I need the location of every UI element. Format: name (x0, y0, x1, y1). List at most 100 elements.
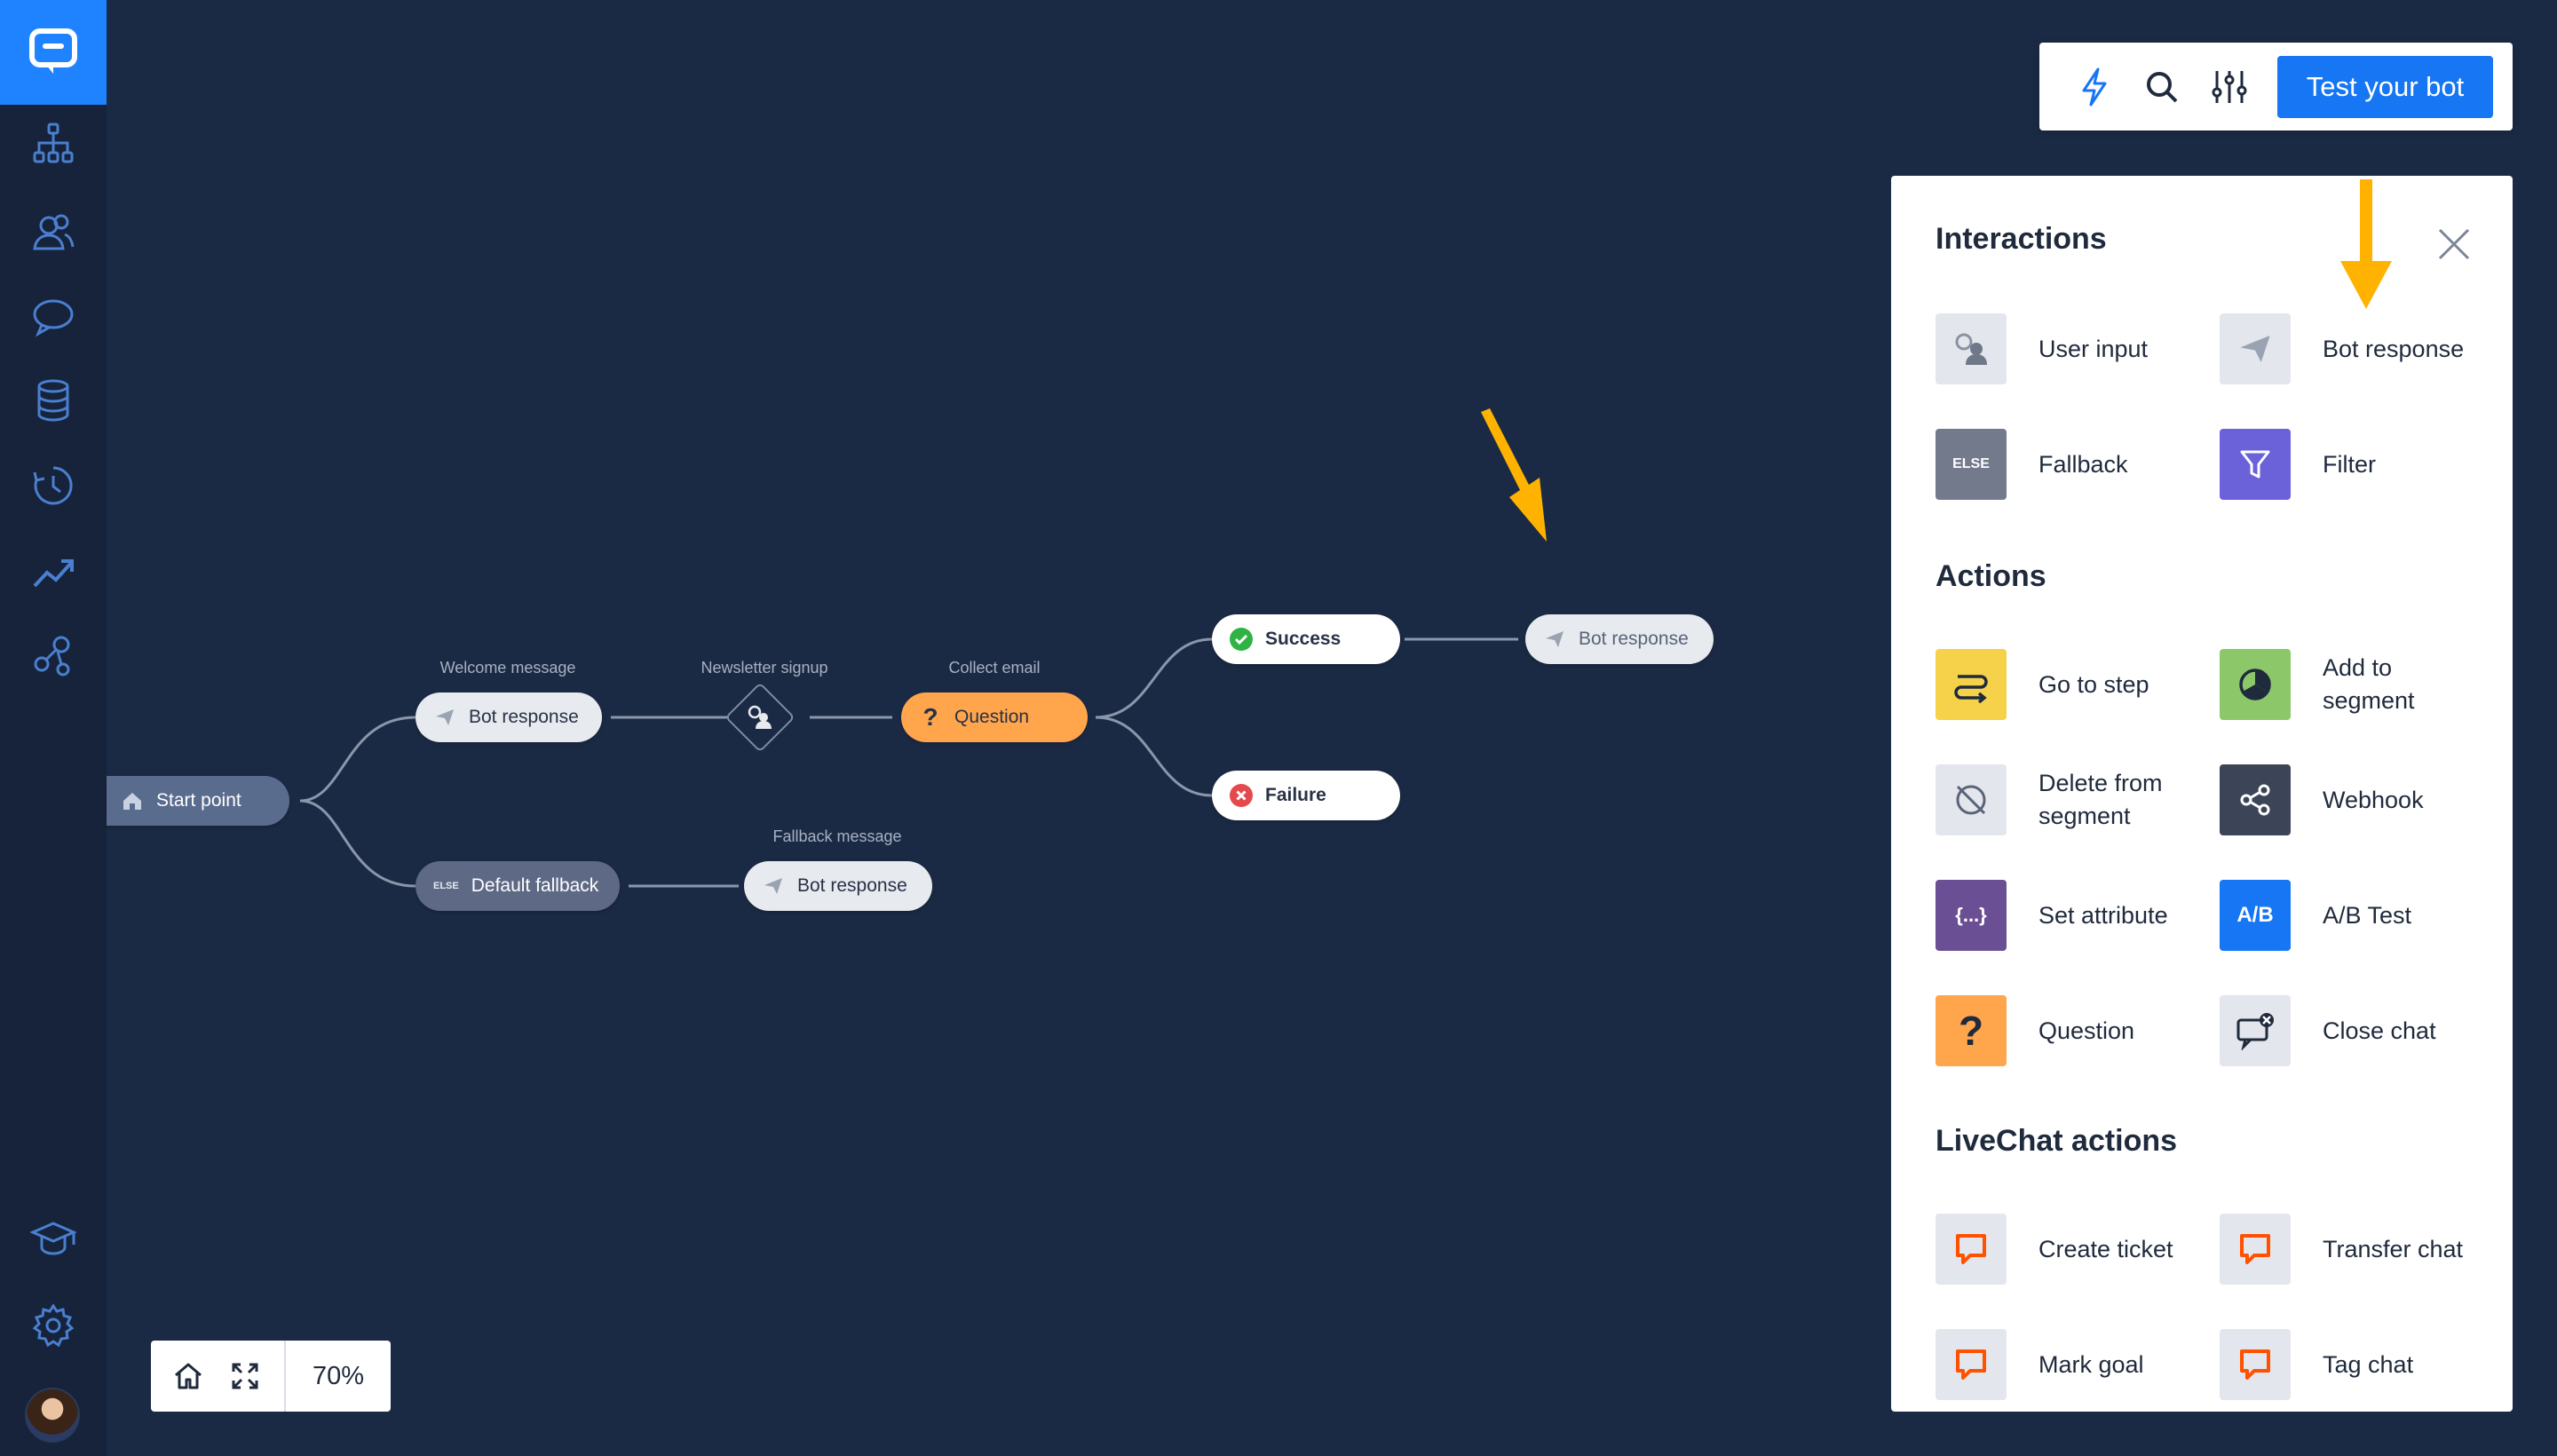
paper-plane-icon (1543, 628, 1566, 651)
create-ticket-item[interactable]: Create ticket (1936, 1213, 2211, 1286)
lightning-icon[interactable] (2073, 66, 2116, 108)
fallback-message-label: Fallback message (772, 827, 902, 845)
delete-segment-icon (1936, 764, 2007, 835)
ab-test-icon: A/B (2220, 880, 2291, 951)
home-icon[interactable] (170, 1358, 206, 1394)
filter-item[interactable]: Filter (2220, 428, 2495, 501)
delete-from-segment-item[interactable]: Delete from segment (1936, 764, 2211, 836)
test-your-bot-button[interactable]: Test your bot (2277, 55, 2493, 118)
question-item[interactable]: ? Question (1936, 994, 2211, 1067)
question-label: Question (2038, 1017, 2135, 1044)
bot-response-item[interactable]: Bot response (2220, 313, 2495, 385)
go-to-step-item[interactable]: Go to step (1936, 648, 2211, 721)
annotation-arrow-icon (2340, 179, 2392, 309)
question-mark-icon: ? (922, 703, 938, 731)
else-tag: ELSE (433, 881, 459, 891)
zoom-controls: 70% (151, 1341, 391, 1412)
livechat-icon (1936, 1214, 2007, 1285)
livechat-icon (2220, 1214, 2291, 1285)
go-to-step-label: Go to step (2038, 670, 2149, 698)
delete-from-segment-label: Delete from segment (2038, 770, 2163, 829)
sidebar-users-icon[interactable] (29, 208, 77, 256)
sidebar-academy-icon[interactable] (29, 1215, 77, 1262)
fallback-item[interactable]: ELSE Fallback (1936, 428, 2211, 501)
mark-goal-item[interactable]: Mark goal (1936, 1328, 2211, 1401)
start-point-label: Start point (156, 790, 241, 811)
blocks-panel: Interactions User input Bot response ELS… (1891, 176, 2513, 1412)
add-to-segment-item[interactable]: Add to segment (2220, 648, 2495, 721)
filter-label: Filter (2323, 450, 2376, 478)
failure-label: Failure (1265, 785, 1326, 805)
user-input-item[interactable]: User input (1936, 313, 2211, 385)
home-icon (121, 789, 144, 812)
sidebar-stories-icon[interactable] (29, 119, 77, 167)
sidebar (0, 0, 107, 1456)
start-point-node[interactable]: Start point (107, 776, 289, 826)
webhook-item[interactable]: Webhook (2220, 764, 2495, 836)
livechat-icon (2220, 1329, 2291, 1400)
bot-response-label: Bot response (2323, 335, 2465, 362)
attribute-braces-icon: {...} (1936, 880, 2007, 951)
close-icon[interactable] (2434, 225, 2474, 264)
sidebar-database-icon[interactable] (29, 376, 77, 424)
tag-chat-item[interactable]: Tag chat (2220, 1328, 2495, 1401)
fallback-bot-response-node[interactable]: Bot response (744, 861, 932, 911)
zoom-level[interactable]: 70% (284, 1341, 391, 1412)
actions-title: Actions (1936, 559, 2046, 593)
default-fallback-label: Default fallback (471, 875, 599, 896)
transfer-chat-item[interactable]: Transfer chat (2220, 1213, 2495, 1286)
flow-connectors (299, 637, 1518, 888)
sidebar-integrations-icon[interactable] (29, 632, 77, 680)
transfer-chat-label: Transfer chat (2323, 1235, 2464, 1262)
default-fallback-node[interactable]: ELSE Default fallback (416, 861, 620, 911)
user-input-label: User input (2038, 335, 2149, 362)
set-attribute-label: Set attribute (2038, 901, 2168, 929)
welcome-bot-response-node[interactable]: Bot response (416, 692, 602, 742)
sidebar-settings-icon[interactable] (29, 1302, 77, 1349)
close-chat-label: Close chat (2323, 1017, 2436, 1044)
welcome-node-text: Bot response (469, 707, 579, 727)
search-icon[interactable] (2141, 66, 2183, 108)
close-chat-item[interactable]: Close chat (2220, 994, 2495, 1067)
sidebar-history-icon[interactable] (29, 462, 77, 510)
sidebar-chat-icon[interactable] (29, 293, 77, 341)
success-bot-response-node[interactable]: Bot response (1525, 614, 1714, 664)
close-chat-icon (2220, 995, 2291, 1066)
webhook-share-icon (2220, 764, 2291, 835)
tag-chat-label: Tag chat (2323, 1350, 2414, 1378)
paper-plane-icon (433, 706, 456, 729)
question-node[interactable]: ? Question (901, 692, 1088, 742)
paper-plane-icon (2220, 313, 2291, 384)
expand-icon[interactable] (227, 1358, 263, 1394)
question-mark-icon: ? (1936, 995, 2007, 1066)
x-circle-icon (1230, 784, 1253, 807)
else-icon: ELSE (1936, 429, 2007, 500)
collect-email-label: Collect email (948, 659, 1041, 677)
user-avatar[interactable] (25, 1388, 80, 1443)
flow-canvas[interactable]: Start point Welcome message Bot response… (107, 0, 1882, 1456)
success-node[interactable]: Success (1212, 614, 1400, 664)
fallback-label: Fallback (2038, 450, 2128, 478)
livechat-actions-title: LiveChat actions (1936, 1124, 2178, 1158)
sliders-icon[interactable] (2208, 66, 2251, 108)
paper-plane-icon (762, 874, 785, 898)
livechat-icon (1936, 1329, 2007, 1400)
user-input-icon (748, 705, 772, 729)
annotation-arrow-icon (1481, 408, 1547, 542)
fallback-node-text: Bot response (797, 875, 907, 896)
create-ticket-label: Create ticket (2038, 1235, 2173, 1262)
ab-test-item[interactable]: A/B A/B Test (2220, 879, 2495, 952)
failure-node[interactable]: Failure (1212, 771, 1400, 820)
go-to-step-icon (1936, 649, 2007, 720)
sidebar-reports-icon[interactable] (29, 547, 77, 595)
welcome-message-label: Welcome message (439, 659, 576, 677)
mark-goal-label: Mark goal (2038, 1350, 2144, 1378)
chat-logo-icon (29, 28, 77, 74)
add-to-segment-label: Add to segment (2323, 654, 2415, 714)
set-attribute-item[interactable]: {...} Set attribute (1936, 879, 2211, 952)
webhook-label: Webhook (2323, 786, 2424, 813)
user-input-icon (1936, 313, 2007, 384)
question-node-text: Question (954, 707, 1030, 727)
chatbot-logo[interactable] (0, 0, 107, 105)
filter-icon (2220, 429, 2291, 500)
